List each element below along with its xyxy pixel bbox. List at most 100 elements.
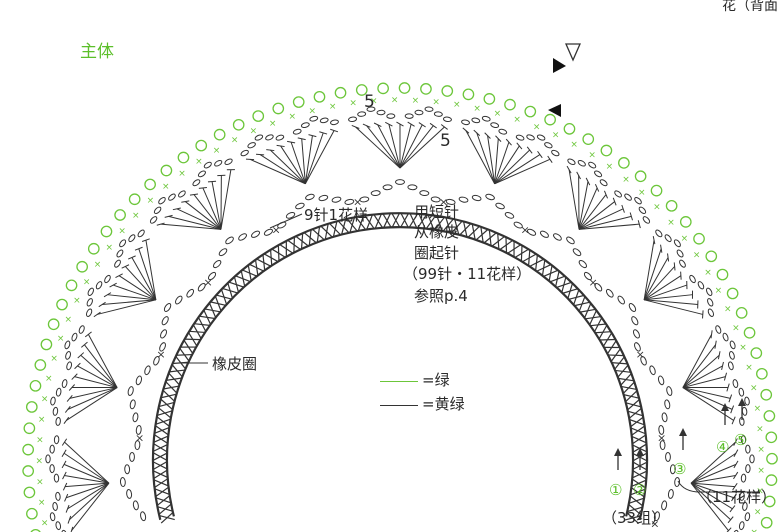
chain-stitch: [674, 477, 681, 488]
green-single-crochet: ×: [250, 127, 258, 137]
ring-stitch: [168, 372, 180, 386]
start-note-line3: 圈起针: [414, 244, 460, 262]
picot-stitch: [524, 105, 537, 118]
double-crochet: [578, 215, 632, 230]
page-title: 主体: [80, 42, 114, 62]
chain-stitch: [578, 260, 588, 269]
ring-stitch: [157, 506, 173, 512]
chain-stitch: [658, 424, 665, 435]
ring-stitch: [153, 443, 168, 453]
picot-stitch: [441, 85, 454, 97]
ring-stitch: [254, 259, 259, 276]
stitch-top: [128, 255, 136, 260]
double-crochet: [643, 266, 676, 301]
ring-stitch: [293, 236, 296, 253]
chain-stitch: [707, 308, 715, 317]
repeat-bracket: [677, 480, 760, 493]
chain-stitch: [370, 190, 381, 197]
picot-stitch: [582, 133, 595, 145]
chain-stitch: [679, 259, 686, 268]
picot-stitch: [679, 216, 692, 228]
double-crochet: [107, 294, 156, 301]
chain-stitch: [104, 274, 111, 284]
picot-stitch: [398, 82, 411, 94]
green-single-crochet: ×: [83, 278, 91, 288]
chain-stitch: [414, 109, 424, 116]
chain-stitch: [186, 288, 195, 298]
ring-stitch: [618, 377, 635, 382]
round-arrow-head: [679, 428, 687, 436]
ring-stitch: [514, 248, 530, 258]
single-crochet-mark: ×: [353, 196, 362, 209]
chain-stitch: [348, 116, 358, 123]
double-crochet: [465, 130, 496, 184]
chain-stitch: [745, 444, 751, 454]
chain-stitch: [285, 212, 296, 219]
picot-stitch: [716, 268, 729, 281]
ring-stitch: [400, 212, 410, 228]
picot-stitch: [750, 347, 763, 359]
chain-stitch: [254, 134, 264, 141]
chain-stitch: [53, 473, 60, 483]
chain-stitch: [357, 111, 367, 117]
double-crochet: [259, 154, 306, 185]
stitch-top: [67, 515, 72, 524]
green-single-crochet: ×: [38, 415, 46, 425]
green-single-crochet: ×: [45, 374, 53, 384]
chain-stitch: [159, 342, 166, 352]
double-crochet: [690, 482, 731, 521]
chain-stitch: [64, 340, 71, 350]
ring-stitch: [159, 514, 175, 521]
green-single-crochet: ×: [147, 196, 155, 206]
chain-stitch: [661, 500, 668, 511]
stitch-top: [396, 121, 404, 127]
legend-green-line: [380, 381, 418, 382]
green-single-crochet: ×: [533, 122, 541, 132]
legend-ink-line: [380, 405, 418, 406]
double-crochet: [644, 299, 703, 315]
ring-stitch: [623, 394, 640, 399]
chain-stitch: [749, 454, 755, 464]
stitch-top: [680, 271, 682, 280]
ring-stitch: [475, 228, 489, 241]
chain-stitch: [715, 325, 722, 334]
ring-stitch: [208, 302, 217, 318]
stitch-top: [566, 165, 572, 174]
chain-stitch: [395, 179, 405, 185]
top-right-fragment: 花（背面: [722, 0, 778, 14]
single-crochet-mark: ×: [439, 196, 448, 209]
double-crochet: [568, 169, 580, 230]
chain-stitch: [732, 379, 739, 389]
stitch-top: [462, 127, 470, 134]
stitch-top: [351, 124, 360, 129]
chain-stitch: [305, 193, 315, 201]
chain-stitch: [87, 287, 95, 296]
chain-stitch: [119, 477, 126, 488]
green-single-crochet: ×: [453, 100, 461, 110]
ring-stitch: [467, 225, 481, 238]
chain-stitch: [526, 228, 537, 236]
chain-stitch: [536, 134, 546, 141]
chain-stitch: [666, 386, 673, 396]
double-crochet: [682, 387, 734, 421]
chain-stitch: [551, 149, 560, 157]
double-crochet: [682, 365, 723, 389]
green-single-crochet: ×: [693, 250, 701, 260]
stitch-top: [440, 124, 448, 130]
ring-stitch: [153, 479, 169, 487]
chain-stitch: [567, 158, 576, 166]
double-crochet: [682, 344, 717, 388]
picot-stitch: [650, 184, 663, 197]
chain-stitch: [119, 239, 127, 248]
green-single-crochet: ×: [754, 507, 762, 517]
chain-stitch: [95, 281, 103, 290]
double-crochet: [220, 169, 232, 230]
ring-stitch: [615, 369, 631, 373]
double-crochet: [690, 482, 733, 510]
chain-stitch: [137, 229, 145, 238]
chain-stitch: [309, 115, 319, 122]
picot-stitch: [292, 96, 305, 108]
picot-stitch: [195, 139, 208, 152]
stitch-top: [702, 310, 704, 319]
double-crochet: [63, 452, 110, 484]
